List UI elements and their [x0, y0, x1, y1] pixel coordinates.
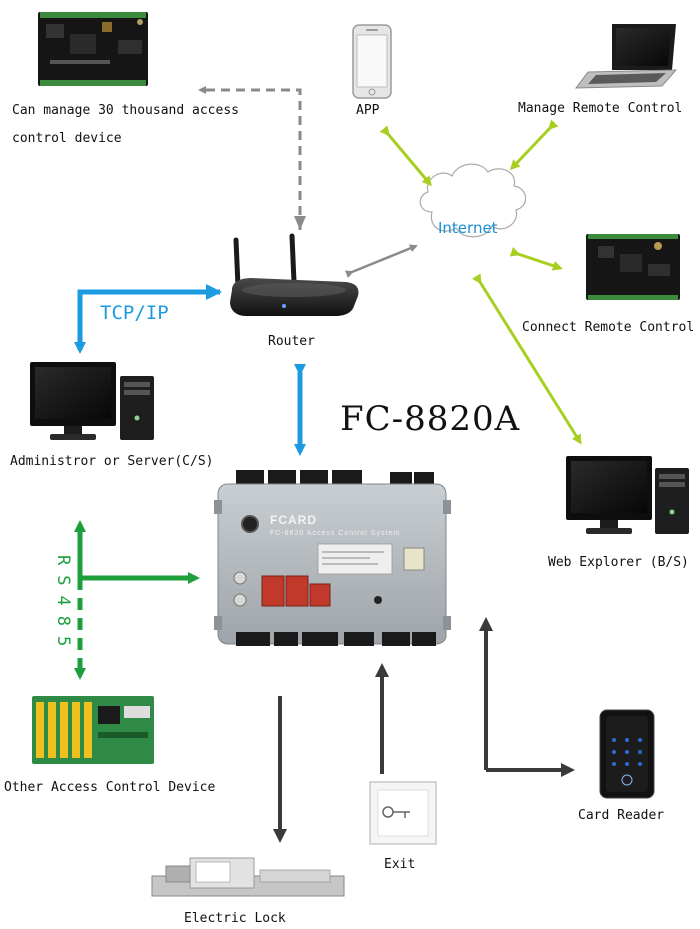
exit-button-icon	[369, 781, 437, 845]
arrow-reader-controller	[479, 617, 575, 777]
arrow-app-internet	[379, 125, 432, 187]
top-device-label-line2: control device	[12, 131, 122, 146]
card-reader-label: Card Reader	[578, 808, 665, 823]
remote-board-label: Connect Remote Control	[522, 320, 695, 335]
web-computer-icon	[566, 456, 689, 534]
arrow-laptop-internet	[509, 119, 559, 171]
app-label: APP	[356, 103, 380, 118]
arrow-tcpip	[74, 284, 222, 354]
router-label: Router	[268, 334, 315, 349]
web-label: Web Explorer (B/S)	[548, 555, 689, 570]
exit-label: Exit	[384, 857, 416, 872]
top-terminals	[236, 470, 434, 484]
admin-computer-icon	[30, 362, 154, 440]
tcpip-label: TCP/IP	[100, 302, 169, 324]
page-title: FC-8820A	[340, 399, 521, 439]
other-device-board-icon	[32, 696, 154, 764]
arrow-router-internet	[344, 244, 418, 278]
controller-brand: FCARD	[270, 513, 317, 527]
card-reader-icon	[599, 709, 655, 799]
bottom-terminals	[236, 632, 436, 646]
other-device-label: Other Access Control Device	[4, 780, 216, 795]
arrow-router-to-top-device	[198, 86, 306, 230]
electric-lock-icon	[151, 857, 345, 897]
admin-label: Administror or Server(C/S)	[10, 454, 214, 469]
smartphone-icon	[352, 24, 392, 99]
access-board-icon	[38, 12, 148, 86]
arrow-internet-remote-board	[509, 247, 563, 271]
rs485-label: RS485	[53, 555, 73, 657]
arrow-rs485	[74, 520, 200, 680]
lock-label: Electric Lock	[184, 911, 286, 926]
controller-subtitle: FC-8820 Access Control System	[270, 530, 401, 537]
controller-unit	[214, 470, 451, 646]
internet-label: Internet	[438, 219, 498, 237]
laptop-label: Manage Remote Control	[518, 101, 683, 116]
top-device-label-line1: Can manage 30 thousand access	[12, 103, 239, 118]
laptop-icon	[574, 24, 678, 89]
router-icon	[230, 233, 359, 316]
remote-board-icon	[586, 234, 680, 300]
arrow-internet-web	[472, 273, 582, 445]
